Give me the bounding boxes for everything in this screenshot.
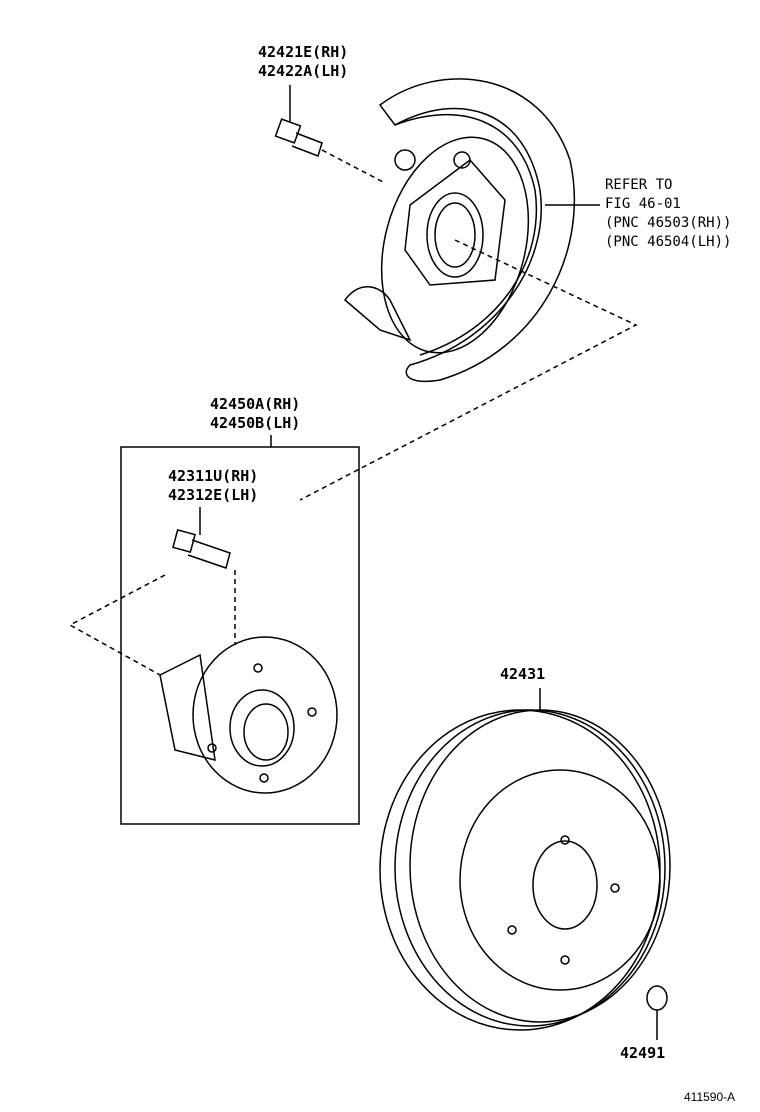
ref-text: (PNC 46504(LH)) bbox=[605, 234, 732, 250]
label-hub-assembly: 42450A(RH)42450B(LH) bbox=[210, 395, 300, 433]
label-backing-plate-ref: REFER TO FIG 46-01 (PNC 46503(RH)) (PNC 465… bbox=[605, 176, 731, 252]
hub-bolt bbox=[172, 507, 231, 569]
label-disc: 42431 bbox=[500, 665, 546, 683]
label-hub-bolt: 42311U(RH)42312E(LH) bbox=[168, 467, 258, 505]
assembly-lines bbox=[68, 239, 638, 676]
plug-42491 bbox=[646, 985, 668, 1040]
part-number: 42311U(RH) bbox=[168, 467, 259, 485]
part-number: 42312E(LH) bbox=[168, 486, 259, 504]
figure-code: 411590-A bbox=[684, 1090, 736, 1104]
ref-text: (PNC 46503(RH)) bbox=[605, 215, 732, 231]
backing-plate bbox=[343, 78, 576, 382]
label-bolt-upper: 42421E(RH)42422A(LH) bbox=[258, 43, 348, 81]
part-number: 42422A(LH) bbox=[258, 62, 349, 80]
bolt-42421E bbox=[274, 85, 386, 184]
hub-bearing bbox=[159, 636, 338, 794]
part-number: 42421E(RH) bbox=[258, 43, 349, 61]
ref-text: FIG 46-01 bbox=[605, 196, 681, 212]
label-plug: 42491 bbox=[620, 1044, 666, 1062]
brake-disc bbox=[379, 688, 671, 1031]
hub-assembly-box bbox=[120, 446, 360, 825]
ref-text: REFER TO bbox=[605, 177, 673, 193]
part-number: 42450A(RH) bbox=[210, 395, 301, 413]
part-number: 42450B(LH) bbox=[210, 414, 301, 432]
